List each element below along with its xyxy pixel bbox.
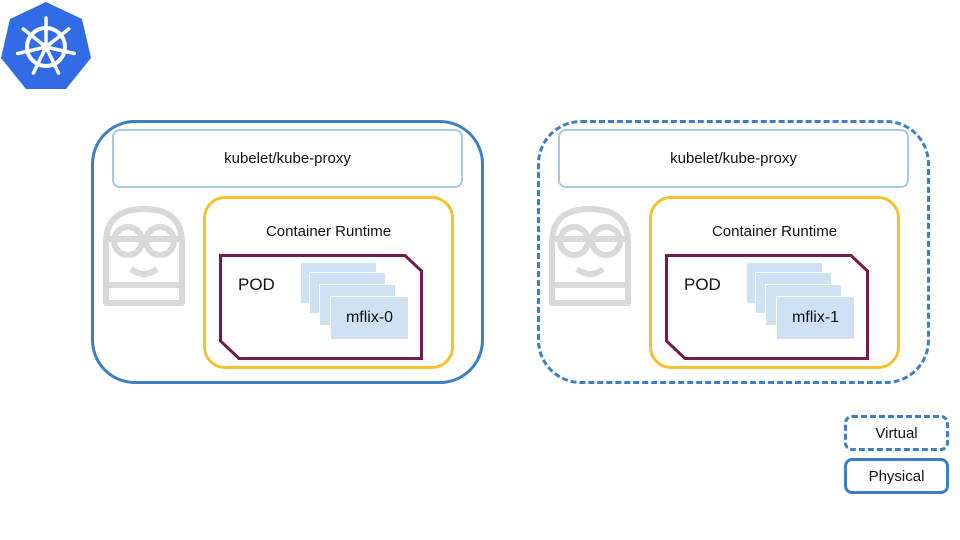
helm-wheel-icon bbox=[15, 16, 77, 75]
node-1-runtime-label: Container Runtime bbox=[265, 223, 392, 240]
node-2-kubelet-label: kubelet/kube-proxy bbox=[670, 150, 797, 167]
node-2-kubelet-bar: kubelet/kube-proxy bbox=[558, 129, 909, 188]
kubernetes-logo bbox=[1, 2, 91, 89]
node-1-container-label: mflix-0 bbox=[345, 309, 394, 326]
node-1-container-front bbox=[330, 296, 409, 340]
node-1-robot-icon bbox=[103, 206, 185, 306]
node-1-kubelet-bar: kubelet/kube-proxy bbox=[112, 129, 463, 188]
node-virtual-frame bbox=[537, 120, 930, 384]
node-2-runtime-label: Container Runtime bbox=[711, 223, 838, 240]
legend-physical: Physical bbox=[844, 458, 949, 494]
node-2-container-front bbox=[776, 296, 855, 340]
node-2-pod-frame bbox=[665, 254, 869, 360]
node-1-pod-frame bbox=[219, 254, 423, 360]
legend-virtual-label: Virtual bbox=[875, 424, 918, 442]
node-2-robot-icon bbox=[549, 206, 631, 306]
node-1-kubelet-label: kubelet/kube-proxy bbox=[224, 150, 351, 167]
legend-virtual: Virtual bbox=[844, 415, 949, 451]
legend-physical-label: Physical bbox=[868, 467, 925, 485]
node-2-container-runtime: Container Runtime bbox=[649, 196, 900, 369]
node-2-pod-label: POD bbox=[684, 275, 721, 294]
node-1-container-runtime: Container Runtime bbox=[203, 196, 454, 369]
node-1-pod-label: POD bbox=[238, 275, 275, 294]
node-physical-frame bbox=[91, 120, 484, 384]
node-2-container-label: mflix-1 bbox=[791, 309, 840, 326]
